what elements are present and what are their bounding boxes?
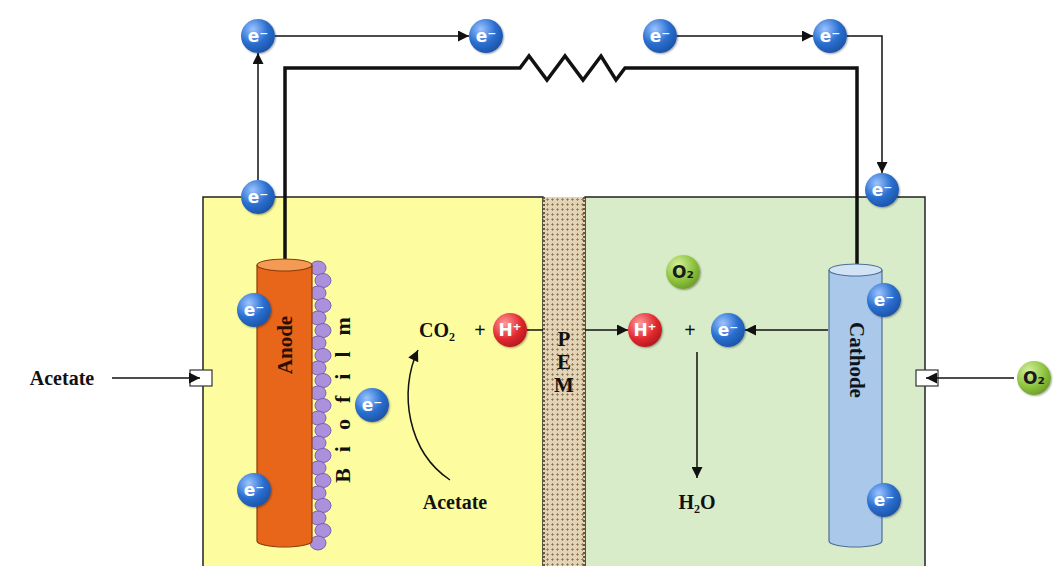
electron-circle: e⁻: [643, 19, 677, 53]
species-symbol: e⁻: [244, 302, 265, 319]
species-symbol: e⁻: [874, 292, 895, 309]
electron-circle: e⁻: [241, 19, 275, 53]
proton-circle: H⁺: [628, 313, 662, 347]
species-symbol: H⁺: [498, 322, 521, 339]
species-symbol: e⁻: [650, 28, 671, 45]
proton-circle: H⁺: [493, 313, 527, 347]
electron-flow-arrow: [847, 36, 882, 173]
bacterial-cell: [315, 399, 331, 413]
part-name: Cathode: [845, 322, 866, 398]
electron-circle: e⁻: [867, 283, 901, 317]
anode-chamber: [203, 197, 543, 566]
part-name: PEM: [554, 328, 575, 397]
species-symbol: H⁺: [633, 322, 656, 339]
electron-circle: e⁻: [469, 19, 503, 53]
anode-top: [257, 259, 312, 271]
oxygen-circle: O₂: [666, 255, 700, 289]
species-symbol: e⁻: [874, 492, 895, 509]
electron-flow-arrow: [257, 53, 259, 180]
bacterial-cell: [315, 424, 331, 438]
electron-circle: e⁻: [867, 483, 901, 517]
biofilm-cells: [310, 261, 331, 550]
oxygen-circle: O₂: [1017, 361, 1051, 395]
species-symbol: e⁻: [476, 28, 497, 45]
bacterial-cell: [315, 449, 331, 463]
oxidation-arrow: [408, 350, 450, 480]
biofilm-label: Biofilm: [332, 301, 354, 483]
bacterial-cell: [315, 324, 331, 338]
electron-flow-arrow: [275, 35, 469, 37]
part-name: Anode: [274, 316, 295, 374]
bacterial-cell: [315, 349, 331, 363]
species-symbol: e⁻: [248, 189, 269, 206]
electron-circle: e⁻: [813, 19, 847, 53]
species-symbol: e⁻: [820, 28, 841, 45]
species-symbol: e⁻: [718, 322, 739, 339]
electron-circle: e⁻: [241, 180, 275, 214]
species-symbol: O₂: [672, 264, 694, 281]
electron-circle: e⁻: [237, 473, 271, 507]
electron-circle: e⁻: [865, 173, 899, 207]
species-symbol: O₂: [1023, 370, 1045, 387]
reduction-arrow: [696, 352, 698, 478]
proton-exchange-membrane: PEM: [543, 197, 585, 566]
electron-circle: e⁻: [355, 388, 389, 422]
bacterial-cell: [315, 274, 331, 288]
bacterial-cell: [315, 524, 331, 538]
bacterial-cell: [315, 499, 331, 513]
electron-flow-arrow: [745, 329, 828, 331]
species-symbol: e⁻: [244, 482, 265, 499]
inlet-arrow: [112, 377, 200, 379]
cathode-chamber: [585, 197, 925, 566]
species-symbol: e⁻: [248, 28, 269, 45]
electron-circle: e⁻: [711, 313, 745, 347]
plus-sign: +: [474, 320, 485, 340]
bacterial-cell: [315, 299, 331, 313]
substrate-label: Acetate: [30, 368, 94, 388]
substrate-label: Acetate: [423, 492, 487, 512]
electron-circle: e⁻: [237, 293, 271, 327]
species-symbol: e⁻: [362, 397, 383, 414]
species-symbol: e⁻: [872, 182, 893, 199]
product-label: CO₂: [419, 320, 455, 340]
electron-flow-arrow: [677, 35, 813, 37]
cathode-top: [829, 264, 882, 276]
plus-sign: +: [684, 320, 695, 340]
bacterial-cell: [315, 474, 331, 488]
inlet-arrow: [926, 377, 1014, 379]
bacterial-cell: [315, 374, 331, 388]
product-label: H₂O: [678, 492, 715, 512]
